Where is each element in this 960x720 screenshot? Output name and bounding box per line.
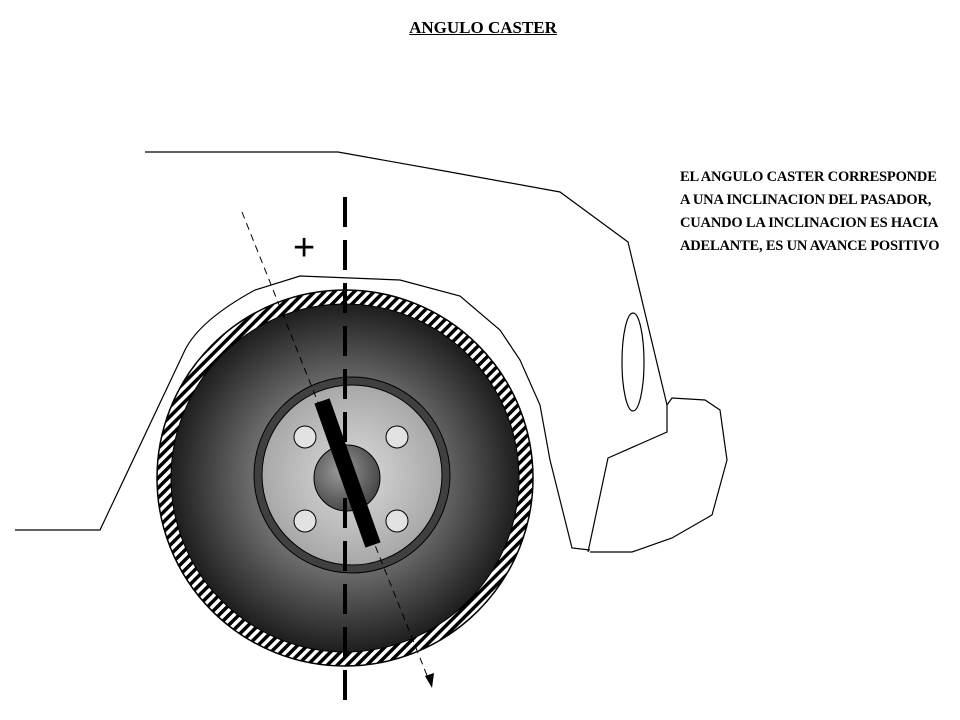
lug-bolt-top-left <box>293 425 317 449</box>
front-bumper-inner-edge <box>587 405 668 553</box>
caster-description: EL ANGULO CASTER CORRESPONDE A UNA INCLI… <box>680 169 940 254</box>
lug-bolt-bottom-left <box>293 509 317 533</box>
lug-bolt-top-right <box>385 425 409 449</box>
kingpin-bar <box>314 398 381 548</box>
front-bumper <box>590 397 728 553</box>
kingpin-axis-arrowhead <box>425 673 434 688</box>
positive-sign: + <box>293 227 316 269</box>
diagram-title-text: ANGULO CASTER <box>409 18 557 37</box>
wheel-arch-outline <box>15 275 591 551</box>
diagram-title: ANGULO CASTER <box>0 18 960 38</box>
lug-bolt-bottom-right <box>385 509 409 533</box>
side-marker-light <box>621 312 645 412</box>
car-body-outline <box>145 151 668 406</box>
